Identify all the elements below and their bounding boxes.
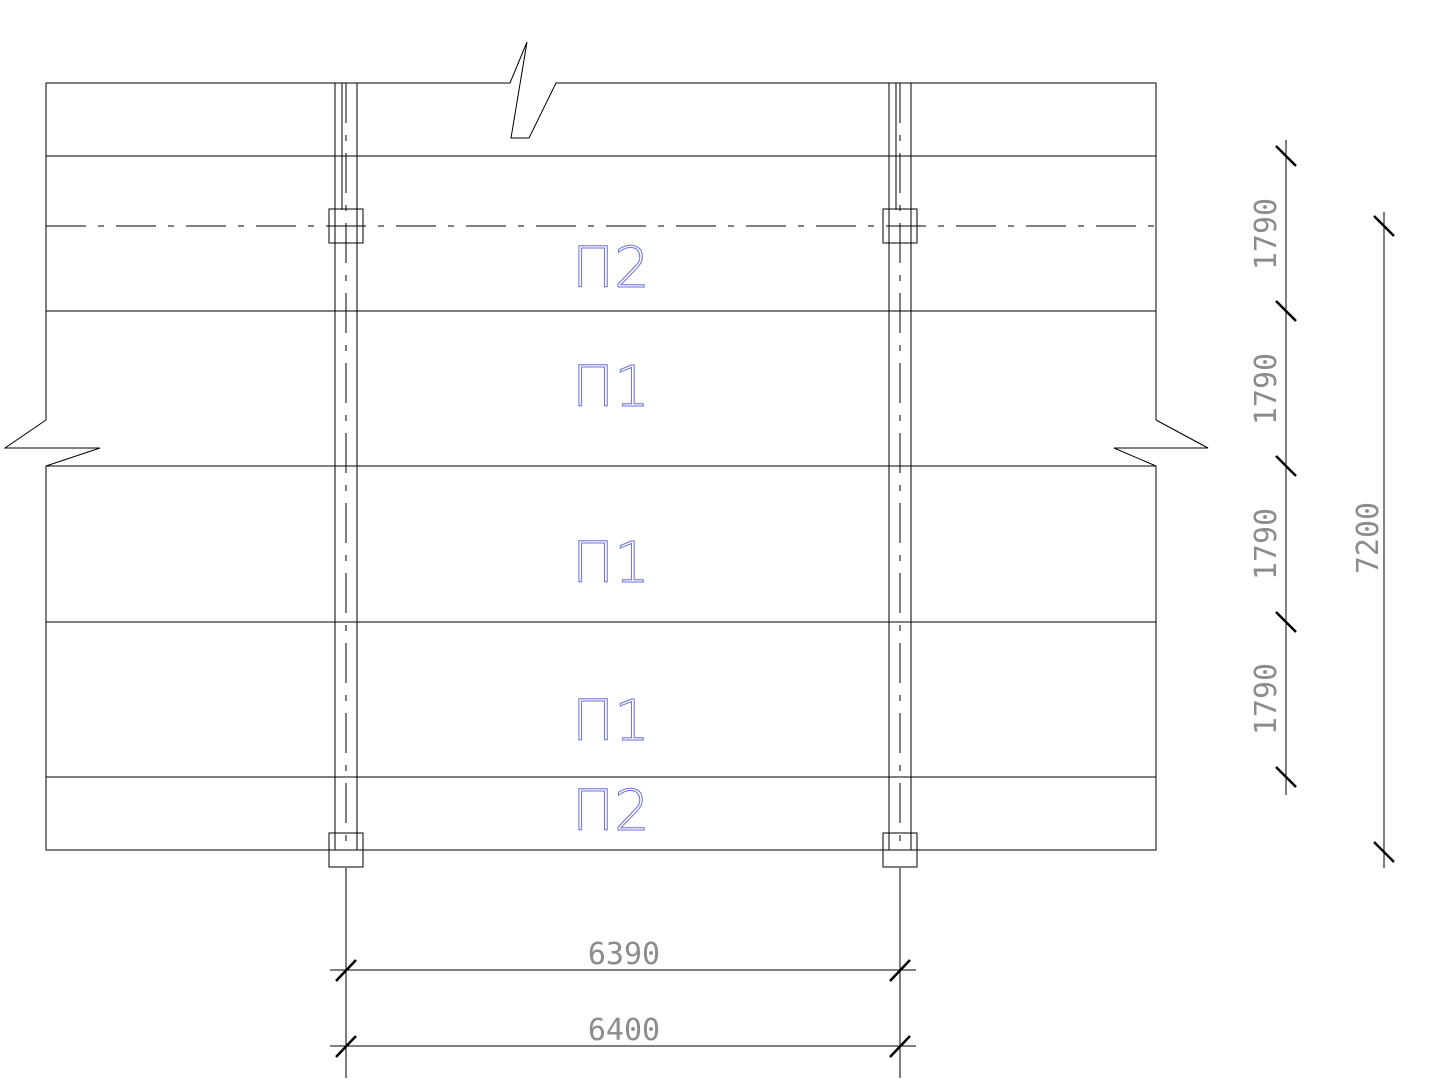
panel-label: П1 [572,355,650,420]
vertical-dimension-chain: 1790 1790 1790 1790 [1249,140,1297,795]
slab-outline [3,41,1209,851]
vertical-total-dimension: 7200 [1351,212,1395,868]
column [328,208,364,244]
axis-lines [46,83,1156,851]
dimension-6390: 6390 [588,937,660,972]
dimension-1790: 1790 [1249,353,1284,425]
column [882,832,918,868]
beam-left [334,83,358,850]
panel-joints [46,155,1156,778]
column [882,208,918,244]
panel-label: П2 [572,779,650,844]
panel-label: П1 [572,689,650,754]
dimension-7200: 7200 [1351,502,1386,574]
dimension-1790: 1790 [1249,198,1284,270]
dimension-1790: 1790 [1249,508,1284,580]
column [328,832,364,868]
panel-label: П2 [572,236,650,301]
dimension-6400: 6400 [588,1013,660,1048]
beam-right [888,83,912,850]
horizontal-dimensions: 6390 6400 [330,868,916,1078]
panel-label: П1 [572,531,650,596]
panel-labels: П2 П1 П1 П1 П2 [572,236,651,845]
columns [328,208,918,868]
dimension-1790: 1790 [1249,663,1284,735]
